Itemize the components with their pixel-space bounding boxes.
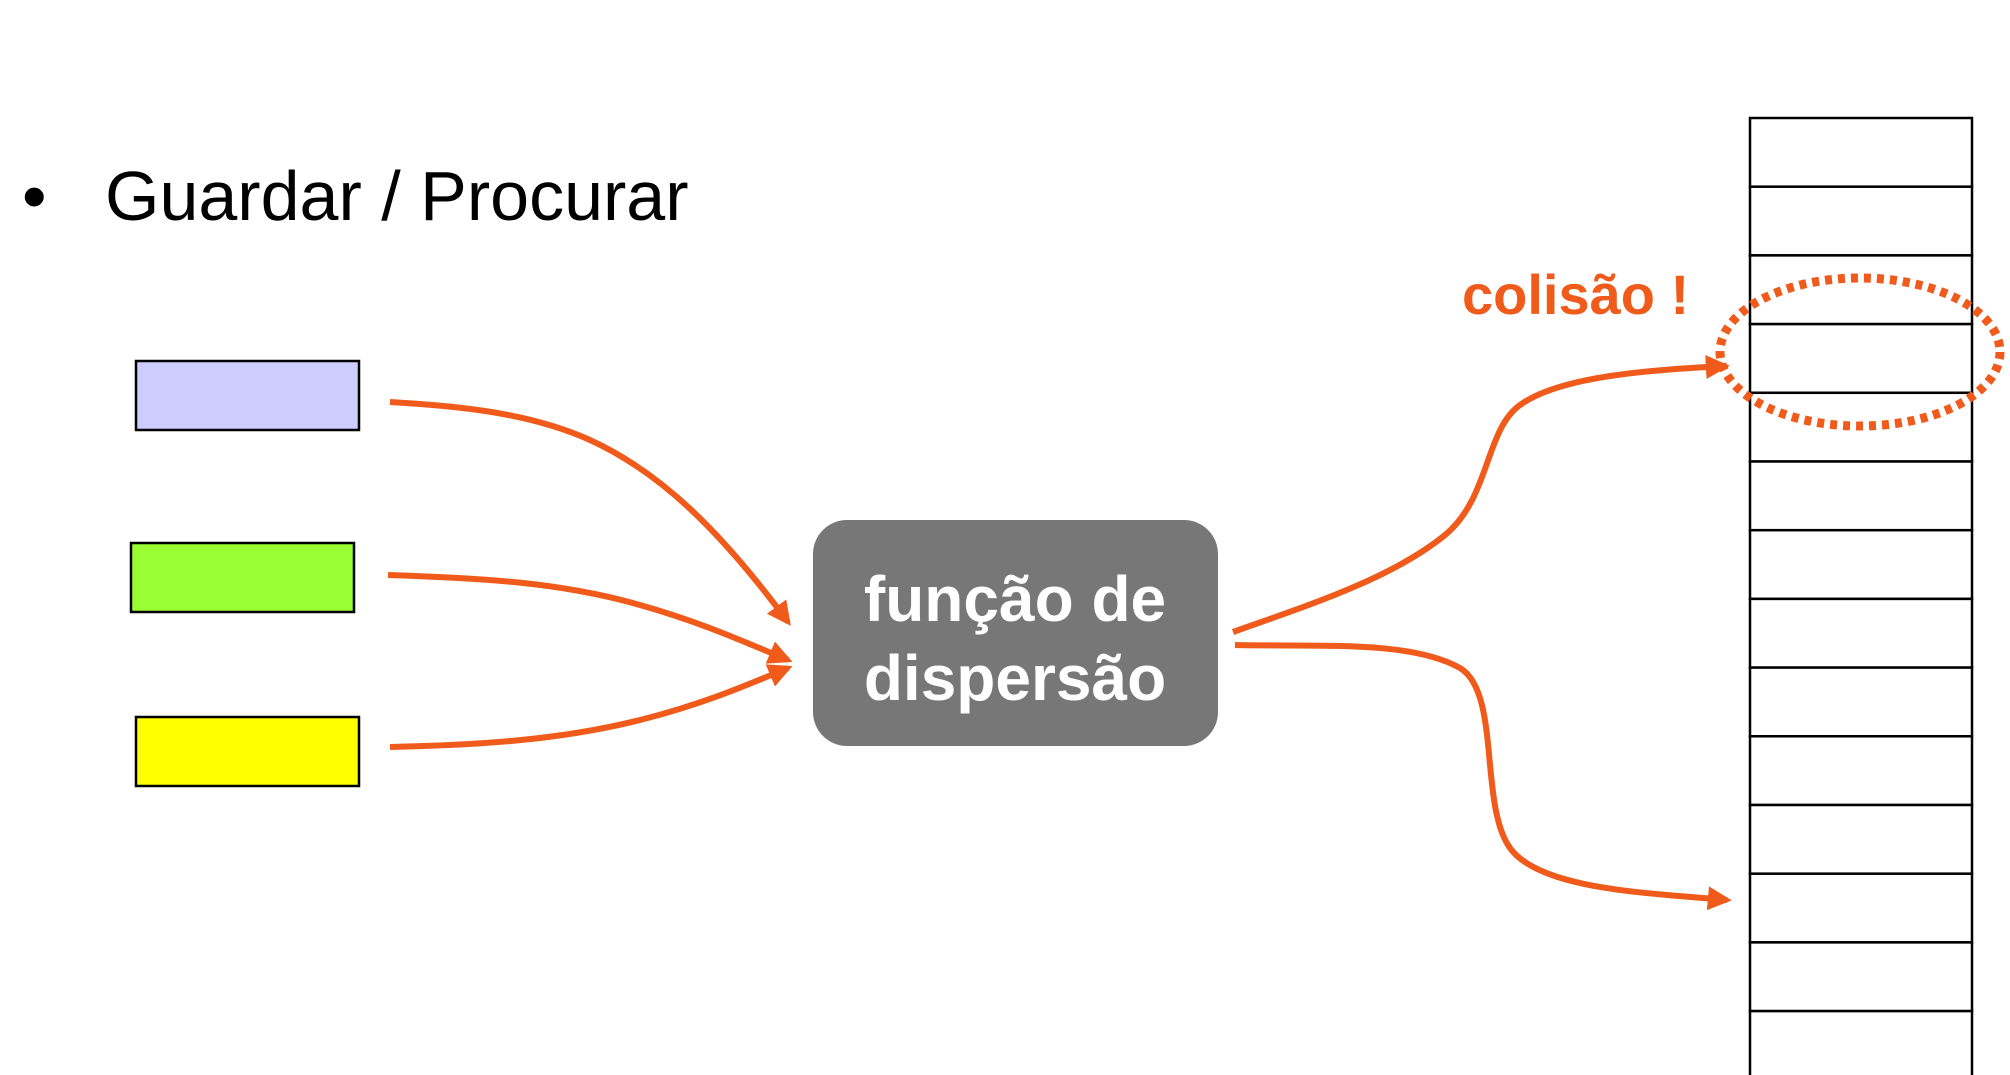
table-slot [1748, 528, 1974, 601]
bullet-symbol: • [22, 157, 47, 235]
arrow-key3-to-function [389, 664, 793, 750]
output-arrows [1231, 355, 1732, 911]
arrow-key2-to-function [387, 572, 793, 664]
table-slot [1748, 116, 1974, 188]
arrow-key1-to-function [389, 399, 791, 626]
table-slot [1748, 597, 1974, 669]
input-keys [129, 359, 361, 788]
hash-function-label-line2: dispersão [864, 642, 1166, 714]
table-slot [1748, 803, 1974, 875]
table-slot [1748, 666, 1974, 738]
table-slot [1748, 735, 1974, 807]
input-arrows [387, 399, 793, 750]
key-box-lavender [134, 359, 361, 432]
table-slot [1748, 185, 1974, 257]
hash-function-label-line1: função de [864, 563, 1166, 635]
table-slot [1748, 322, 1974, 395]
table-slot [1748, 941, 1974, 1013]
table-slot [1748, 254, 1974, 326]
key-box-green [129, 541, 356, 614]
hash-function-box: função de dispersão [813, 520, 1218, 746]
arrow-function-to-second-slot [1234, 642, 1732, 911]
table-slot [1748, 1009, 1974, 1075]
hash-table [1748, 116, 1974, 1075]
table-slot [1748, 460, 1974, 532]
bullet-heading: Guardar / Procurar [105, 157, 689, 235]
arrow-function-to-collision-slot [1231, 355, 1730, 635]
collision-label: colisão ! [1462, 263, 1689, 326]
hash-function-rect [813, 520, 1218, 746]
key-box-yellow [134, 715, 361, 788]
table-slot [1748, 872, 1974, 944]
collision-highlight-ellipse [1715, 273, 2005, 431]
